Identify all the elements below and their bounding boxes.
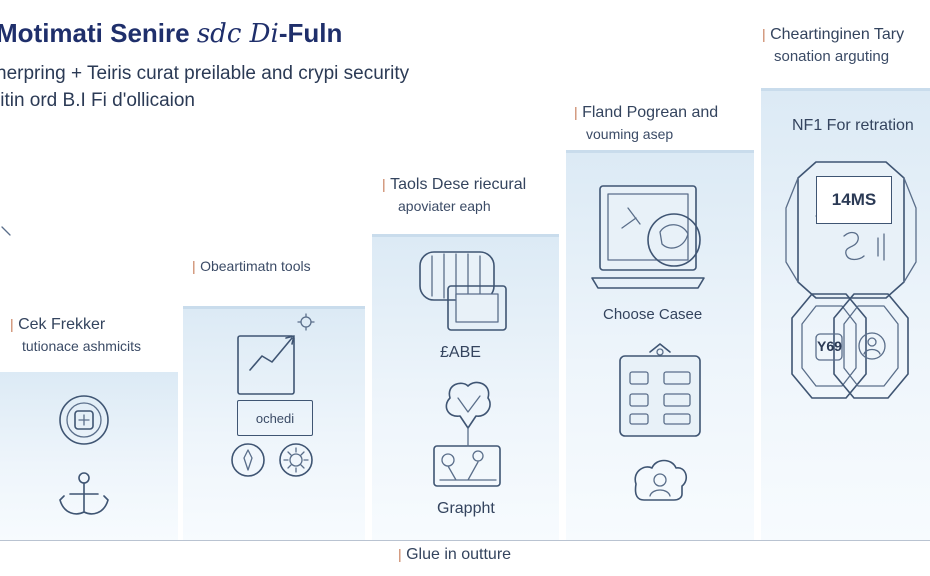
gear-shield-icon [59,395,109,445]
step-4-heading-2: vouming asep [586,126,674,142]
tick-mark: | [10,316,14,332]
tick-mark: | [574,104,578,120]
dashboard-icon [619,343,701,437]
laptop-globe-icon [591,185,705,289]
chart-document-icon [237,313,315,395]
step-4-heading-1: Fland Pogrean and [582,104,719,121]
step-1-heading: | Cek Frekker [10,316,105,334]
subtitle-line-1: herpring + Teiris curat preilable and cr… [0,63,410,84]
flow-diagram-icon [433,381,501,487]
step-1-heading-1: Cek Frekker [18,316,106,333]
footer-baseline [0,540,930,541]
step-1-heading-2: tutionace ashmicits [22,338,142,354]
step-4-caption: Choose Casee [603,306,703,323]
step-3-heading-2: apoviater eaph [398,198,491,214]
title-italic: sdc Di [196,19,279,49]
tick-mark: | [192,258,196,274]
storage-device-icon [419,251,507,331]
step-2-heading-1: Obeartimatn tools [200,258,311,274]
step-3-heading-1: Taols Dese riecural [390,176,527,193]
footer-label-group: | Glue in outture [398,546,511,564]
tick-mark: | [382,176,386,192]
step-3-caption-1: £ABE [440,344,481,361]
arrow-edge-icon [1,226,11,236]
step-2-caption: ochedi [255,410,295,426]
footer-label: Glue in outture [406,546,512,563]
tick-mark: | [398,546,402,562]
step-5-badge-box: 14MS [816,176,892,224]
step-3-heading: | Taols Dese riecural [382,176,526,194]
step-4-heading: | Fland Pogrean and [574,104,718,122]
step-3-caption-2: Grappht [437,500,495,517]
page-title: Motimati Senire sdc Di-Fuln [0,18,342,49]
title-end: -Fuln [278,18,343,48]
step-5-hex-label: Y69 [817,338,842,354]
hex-network-icon [791,293,909,399]
step-5-heading-3: NF1 For retration [792,117,914,134]
step-5-badge: 14MS [831,190,877,209]
settings-icons-row [231,443,313,477]
step-2-caption-box: ochedi [237,400,313,436]
tick-mark: | [762,26,766,42]
step-2-column [183,306,365,540]
step-5-heading-2: sonation arguting [774,48,890,65]
step-2-heading: | Obeartimatn tools [192,258,311,276]
subtitle-line-2: litin ord B.I Fi d'ollicaion [0,90,195,111]
anchor-icon [59,472,109,515]
step-5-heading: | Cheartinginen Tary [762,26,904,44]
title-main: Motimati Senire [0,18,190,48]
step-1-column [0,372,178,540]
user-cloud-icon [634,459,688,501]
step-5-heading-1: Cheartinginen Tary [770,26,905,43]
